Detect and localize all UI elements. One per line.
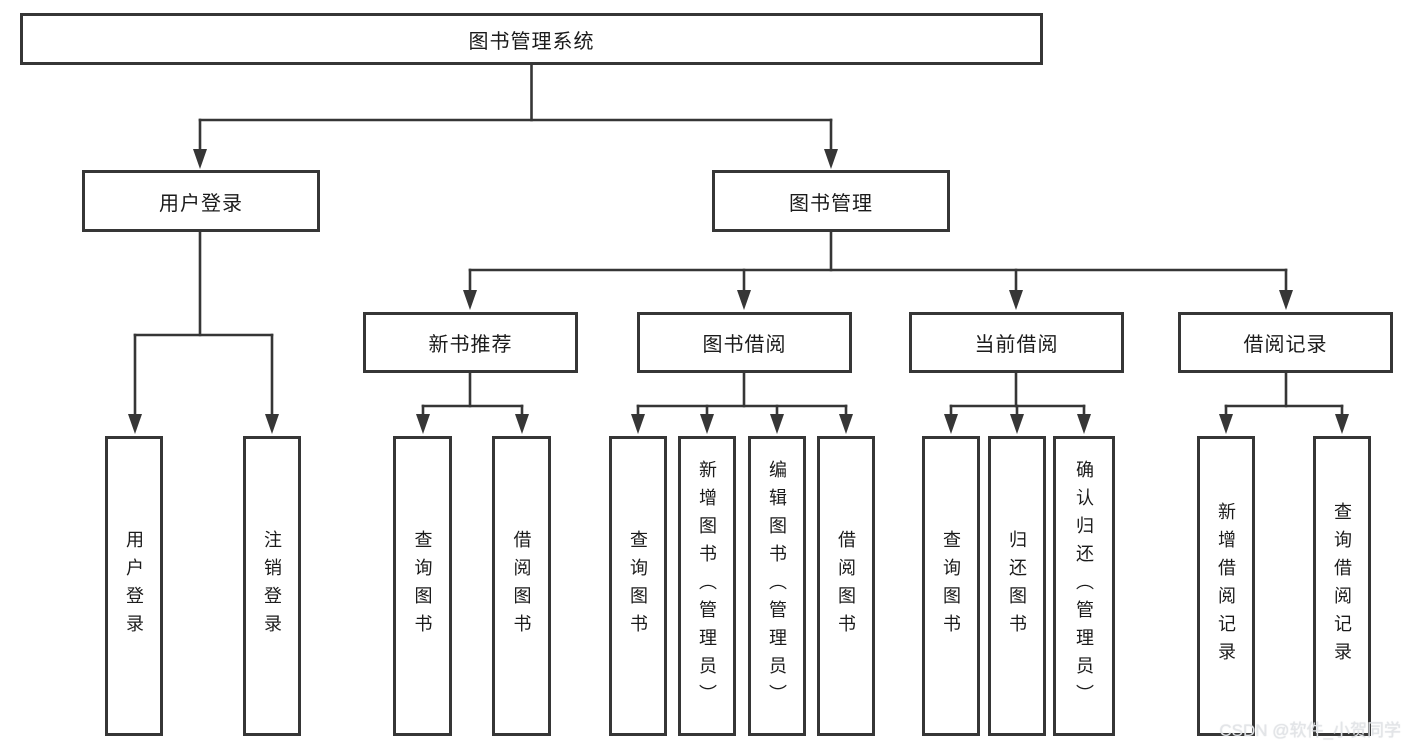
leaf-logout-label: 注销登录 xyxy=(262,530,282,642)
leaf-records-query-record-label: 查询借阅记录 xyxy=(1332,502,1352,670)
leaf-user-login: 用户登录 xyxy=(105,436,163,736)
leaf-records-add-record-label: 新增借阅记录 xyxy=(1216,502,1236,670)
leaf-records-query-record: 查询借阅记录 xyxy=(1313,436,1371,736)
leaf-cur-query-books: 查询图书 xyxy=(922,436,980,736)
node-current-borrow-label: 当前借阅 xyxy=(974,334,1059,356)
leaf-borrow-query-books-label: 查询图书 xyxy=(628,530,648,642)
node-book-mgmt-label: 图书管理 xyxy=(789,192,873,215)
leaf-borrow-borrow-books: 借阅图书 xyxy=(817,436,875,736)
leaf-cur-confirm-return-admin: 确认归还（管理员） xyxy=(1053,436,1115,736)
node-root: 图书管理系统 xyxy=(20,13,1043,65)
node-new-book-rec-label: 新书推荐 xyxy=(428,334,513,356)
node-user-login-label: 用户登录 xyxy=(159,192,243,215)
leaf-user-login-label: 用户登录 xyxy=(124,530,144,642)
node-current-borrow: 当前借阅 xyxy=(909,312,1124,373)
node-borrow-records-label: 借阅记录 xyxy=(1243,334,1328,356)
node-user-login: 用户登录 xyxy=(82,170,320,232)
leaf-borrow-add-books-admin-label: 新增图书（管理员） xyxy=(697,460,717,712)
leaf-rec-borrow-books: 借阅图书 xyxy=(492,436,551,736)
leaf-cur-confirm-return-admin-label: 确认归还（管理员） xyxy=(1074,460,1094,712)
csdn-watermark: CSDN @软件_小贺同学 xyxy=(1219,721,1401,740)
leaf-borrow-edit-books-admin-label: 编辑图书（管理员） xyxy=(767,460,787,712)
leaf-cur-query-books-label: 查询图书 xyxy=(941,530,961,642)
leaf-cur-return-books-label: 归还图书 xyxy=(1007,530,1027,642)
node-root-label: 图书管理系统 xyxy=(468,30,595,53)
leaf-borrow-edit-books-admin: 编辑图书（管理员） xyxy=(748,436,806,736)
leaf-borrow-borrow-books-label: 借阅图书 xyxy=(836,530,856,642)
leaf-cur-return-books: 归还图书 xyxy=(988,436,1046,736)
leaf-records-add-record: 新增借阅记录 xyxy=(1197,436,1255,736)
leaf-rec-borrow-books-label: 借阅图书 xyxy=(511,530,532,642)
leaf-borrow-add-books-admin: 新增图书（管理员） xyxy=(678,436,736,736)
node-book-mgmt: 图书管理 xyxy=(712,170,950,232)
leaf-logout: 注销登录 xyxy=(243,436,301,736)
node-borrow-records: 借阅记录 xyxy=(1178,312,1393,373)
node-new-book-rec: 新书推荐 xyxy=(363,312,578,373)
leaf-borrow-query-books: 查询图书 xyxy=(609,436,667,736)
node-book-borrow-label: 图书借阅 xyxy=(702,334,787,356)
leaf-rec-query-books-label: 查询图书 xyxy=(412,530,433,642)
leaf-rec-query-books: 查询图书 xyxy=(393,436,452,736)
node-book-borrow: 图书借阅 xyxy=(637,312,852,373)
